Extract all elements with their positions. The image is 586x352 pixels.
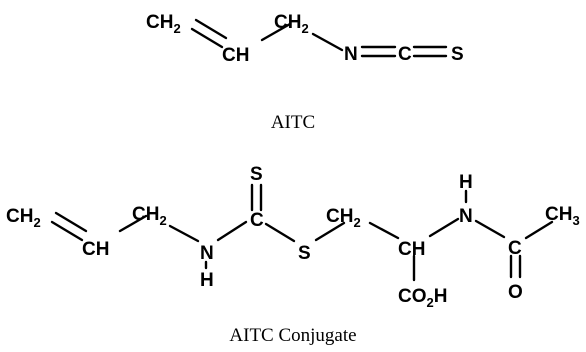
atom-s: S [250, 164, 263, 185]
atom-c: C [250, 210, 264, 231]
atom-ch: CH [398, 239, 425, 260]
atom-o: O [508, 282, 523, 303]
bond-ch-n [428, 217, 460, 238]
atom-c: C [398, 44, 412, 65]
bond-n-c [474, 219, 506, 239]
atom-ch: CH [222, 45, 249, 66]
atom-ch2: CH2 [6, 206, 41, 230]
bond-ch2-n [311, 32, 344, 52]
atom-ch2: CH2 [326, 206, 361, 230]
atom-ch: CH [82, 239, 109, 260]
atom-h: H [459, 172, 473, 193]
aitc-conjugate-structure: CH2 CH CH2 N H C S S CH2 CH CO2H N H C O… [6, 164, 580, 310]
bond-double-ch2-ch-b [194, 18, 228, 40]
atom-s: S [298, 243, 311, 264]
bond-ch2-ch [368, 221, 400, 240]
bond-ch-ch2 [260, 22, 292, 42]
aitc-structure: CH2 CH CH2 N C S [146, 12, 464, 66]
caption-aitc: AITC [271, 112, 315, 133]
atom-n: N [200, 243, 214, 264]
bond-n-c [216, 220, 248, 242]
atom-n: N [344, 44, 358, 65]
atom-ch2: CH2 [146, 12, 181, 36]
bond-ch-ch2 [118, 214, 148, 233]
bond-c-s [264, 222, 296, 243]
atom-n: N [459, 206, 473, 227]
bond-ch2-n [168, 224, 200, 243]
bond-double-ch2-ch-b [54, 211, 88, 233]
bond-c-ch3 [524, 220, 554, 240]
atom-ch2: CH2 [274, 12, 309, 36]
atom-h: H [200, 270, 214, 291]
atom-ch3: CH3 [545, 204, 580, 228]
bond-double-ch2-ch-a [190, 27, 224, 49]
atom-co2h: CO2H [398, 286, 447, 310]
bond-double-ch2-ch-a [50, 220, 84, 242]
caption-aitc-conjugate: AITC Conjugate [229, 325, 356, 346]
atom-s: S [451, 44, 464, 65]
atom-c: C [508, 238, 522, 259]
atom-ch2: CH2 [132, 204, 167, 228]
bond-s-ch2 [314, 221, 346, 242]
